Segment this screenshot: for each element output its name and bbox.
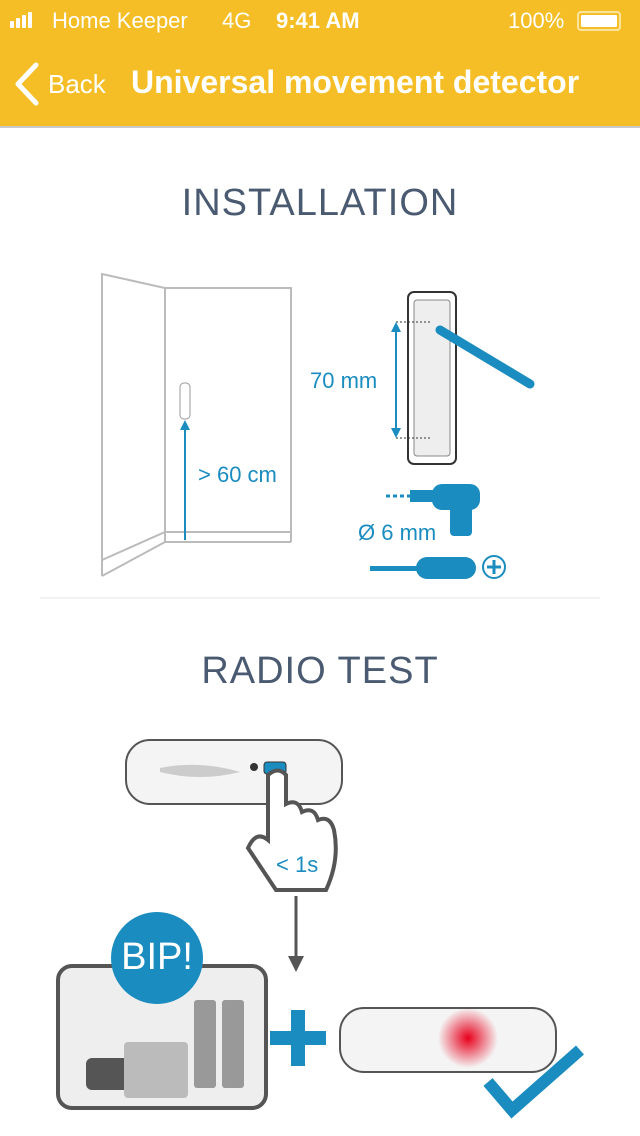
beep-label: BIP! xyxy=(121,936,193,978)
back-label: Back xyxy=(48,68,106,99)
height-label: > 60 cm xyxy=(198,462,277,487)
plus-icon xyxy=(270,1010,326,1066)
phillips-icon xyxy=(482,555,506,579)
radio-test-heading: RADIO TEST xyxy=(201,650,439,692)
chevron-left-icon xyxy=(15,62,39,106)
drill-icon xyxy=(386,484,480,536)
battery-icon xyxy=(577,11,621,31)
network: 4G xyxy=(222,8,252,33)
header: Home Keeper 4G 9:41 AM 100% Back Univers… xyxy=(0,0,640,128)
hand-icon xyxy=(245,768,338,892)
press-duration-label: < 1s xyxy=(276,852,319,877)
page-title: Universal movement detector xyxy=(131,64,580,100)
spacing-label: 70 mm xyxy=(310,368,378,393)
pencil-icon xyxy=(435,325,535,389)
room-illustration xyxy=(101,272,292,577)
check-icon xyxy=(483,1045,584,1119)
carrier: Home Keeper xyxy=(52,8,188,33)
bip-bubble xyxy=(111,912,203,1004)
drill-label: Ø 6 mm xyxy=(358,520,437,545)
installation-heading: INSTALLATION xyxy=(181,182,459,224)
detector-on-wall xyxy=(179,382,191,420)
signal-icon xyxy=(10,12,32,28)
back-button[interactable]: Back xyxy=(14,62,106,106)
screwdriver-icon xyxy=(370,557,476,579)
battery-percent: 100% xyxy=(508,8,565,33)
clock: 9:41 AM xyxy=(276,8,360,33)
